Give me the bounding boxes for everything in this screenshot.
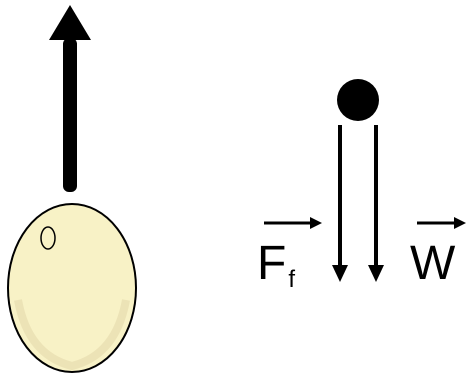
friction-force-label: Ff bbox=[257, 240, 295, 292]
up-arrow-icon bbox=[49, 5, 91, 192]
ball-icon bbox=[337, 79, 379, 121]
friction-force-arrow bbox=[332, 125, 348, 282]
weight-force-symbol: W bbox=[410, 237, 456, 290]
weight-force-label: W bbox=[410, 240, 455, 288]
weight-force-arrow bbox=[368, 125, 384, 282]
friction-force-subscript: f bbox=[288, 266, 295, 293]
friction-vector-mark bbox=[264, 217, 322, 229]
weight-vector-mark bbox=[417, 217, 466, 229]
egg-icon bbox=[7, 203, 137, 373]
friction-force-symbol: F bbox=[257, 237, 287, 290]
